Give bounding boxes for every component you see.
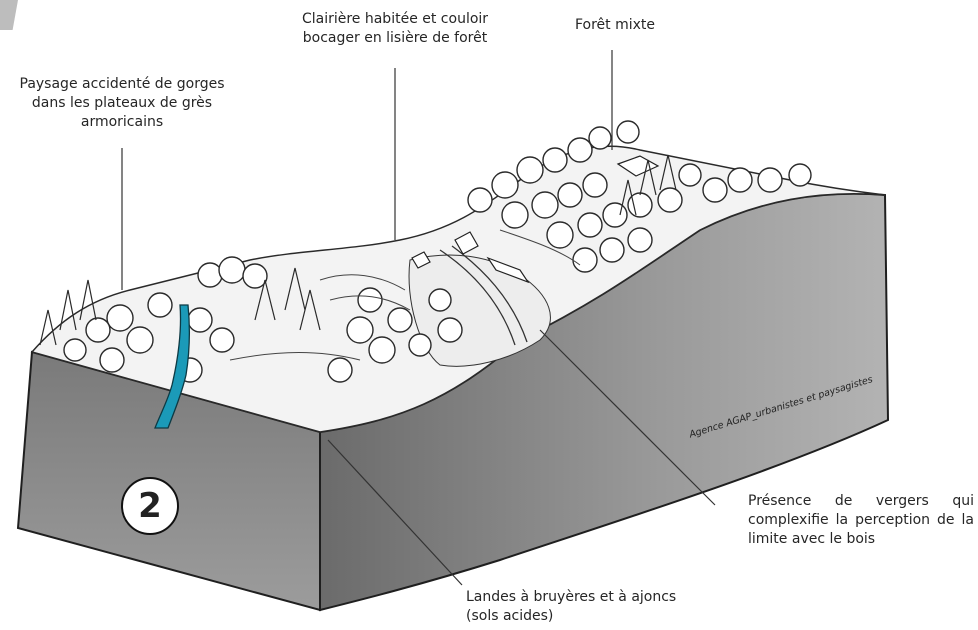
label-landes: Landes à bruyères et à ajoncs (sols acid… [466, 588, 706, 626]
label-foret: Forêt mixte [560, 16, 670, 35]
label-clairiere: Clairière habitée et couloir bocager en … [288, 10, 502, 48]
label-vergers: Présence de vergers qui complexifie la p… [748, 492, 974, 549]
label-gorges: Paysage accidenté de gorges dans les pla… [10, 75, 234, 132]
number-badge: 2 [121, 477, 179, 535]
